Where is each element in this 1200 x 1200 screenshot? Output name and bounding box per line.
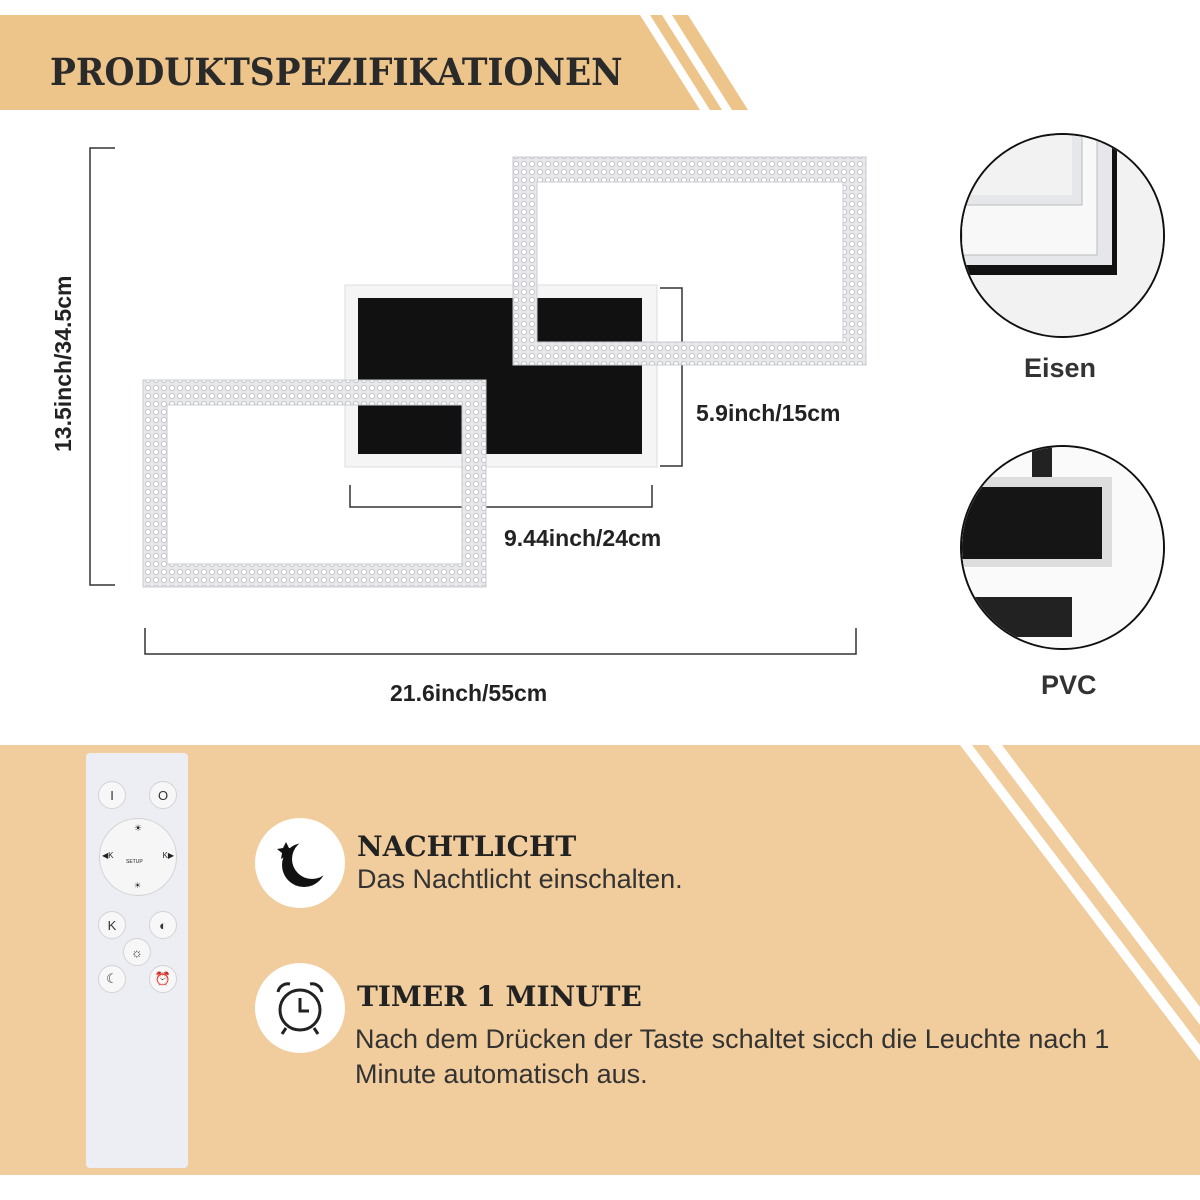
inner-height-label: 5.9inch/15cm [696,400,841,426]
color-temp-icon[interactable]: K [98,911,126,939]
feature-title-timer: TIMER 1 MINUTE [357,980,642,1013]
feature-title-nachtlicht: NACHTLICHT [357,830,577,863]
brightness-up-icon[interactable]: ☀ [134,823,143,833]
brightness-down-icon[interactable]: ☀ [134,881,142,890]
panel-stripes [960,745,1200,1061]
iron-detail-image [960,133,1165,338]
remote-k-right[interactable]: K▶ [162,851,175,860]
moon-star-icon [255,818,345,908]
remote-control: I O ◀K K▶ ☀ ☀ SETUP K ◐ ☼ ☾ ⏰ [86,753,188,1168]
remote-k-left[interactable]: ◀K [102,851,114,860]
feature-desc-nachtlicht: Das Nachtlicht einschalten. [357,864,683,894]
contrast-icon[interactable]: ◐ [149,911,177,939]
remote-dpad[interactable]: ◀K K▶ ☀ ☀ SETUP [99,818,177,896]
inner-width-label: 9.44inch/24cm [504,525,662,551]
height-label: 13.5inch/34.5cm [50,275,76,452]
alarm-clock-icon [255,963,345,1053]
page-title: PRODUKTSPEZIFIKATIONEN [50,50,623,94]
pvc-detail-image [960,445,1165,650]
light-icon[interactable]: ☼ [123,938,151,966]
features-panel [0,745,1200,1175]
total-width-label: 21.6inch/55cm [390,680,548,706]
remote-setup-button[interactable]: SETUP [126,859,143,865]
material-label-iron: Eisen [1024,353,1097,383]
night-light-icon[interactable]: ☾ [98,965,126,993]
timer-icon[interactable]: ⏰ [149,965,177,993]
material-label-pvc: PVC [1041,670,1097,700]
header-banner [0,15,748,110]
remote-on-button[interactable]: I [98,781,126,809]
feature-desc-timer: Nach dem Drücken der Taste schaltet sicc… [355,1024,1110,1089]
remote-off-button[interactable]: O [149,781,177,809]
lamp-diagram [89,147,867,655]
